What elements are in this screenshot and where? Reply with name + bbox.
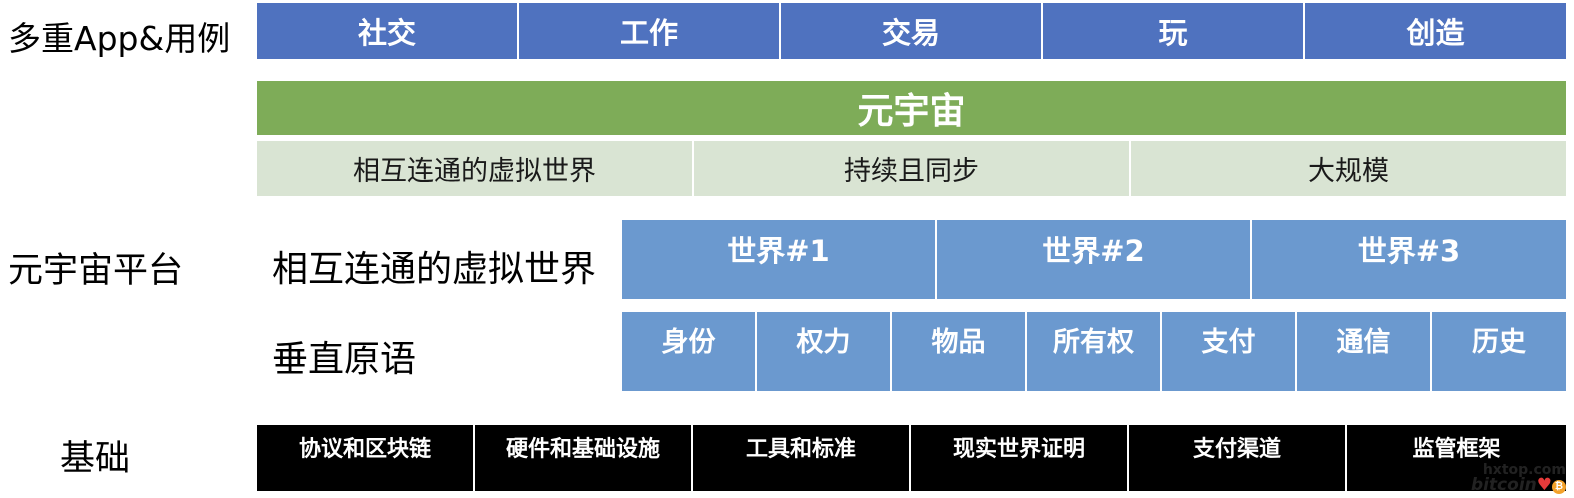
primitives-label: 垂直原语 bbox=[272, 339, 417, 380]
property-scale: 大规模 bbox=[1131, 141, 1566, 196]
watermark-site: hxtop.com bbox=[1482, 462, 1566, 478]
primitives-row: 身份 权力 物品 所有权 支付 通信 历史 bbox=[622, 312, 1566, 391]
app-create: 创造 bbox=[1305, 3, 1566, 59]
platform-layer-label: 元宇宙平台 bbox=[8, 251, 184, 291]
heart-icon: ♥ bbox=[1536, 475, 1552, 495]
bitcoin-icon: ₿ bbox=[1552, 480, 1566, 494]
watermark-brand: bitcoin♥₿ bbox=[1471, 477, 1566, 494]
primitive-communication: 通信 bbox=[1297, 312, 1432, 391]
apps-row: 社交 工作 交易 玩 创造 bbox=[257, 3, 1566, 59]
world-1: 世界#1 bbox=[622, 220, 937, 299]
app-trade: 交易 bbox=[781, 3, 1043, 59]
property-interconnected: 相互连通的虚拟世界 bbox=[257, 141, 694, 196]
primitive-identity: 身份 bbox=[622, 312, 757, 391]
metaverse-properties-row: 相互连通的虚拟世界 持续且同步 大规模 bbox=[257, 141, 1566, 196]
foundation-payment-rails: 支付渠道 bbox=[1129, 425, 1347, 491]
watermark: hxtop.com bitcoin♥₿ bbox=[1471, 463, 1566, 494]
primitive-ownership: 所有权 bbox=[1027, 312, 1162, 391]
property-persistent: 持续且同步 bbox=[694, 141, 1131, 196]
apps-layer-label: 多重App&用例 bbox=[8, 19, 231, 58]
app-work: 工作 bbox=[519, 3, 781, 59]
watermark-brand-text: bitcoin bbox=[1470, 475, 1537, 495]
primitive-history: 历史 bbox=[1432, 312, 1566, 391]
world-2: 世界#2 bbox=[937, 220, 1252, 299]
foundation-protocols: 协议和区块链 bbox=[257, 425, 475, 491]
primitive-payment: 支付 bbox=[1162, 312, 1297, 391]
app-play: 玩 bbox=[1043, 3, 1305, 59]
foundation-row: 协议和区块链 硬件和基础设施 工具和标准 现实世界证明 支付渠道 监管框架 bbox=[257, 425, 1566, 491]
foundation-proofs: 现实世界证明 bbox=[911, 425, 1129, 491]
worlds-row: 世界#1 世界#2 世界#3 bbox=[622, 220, 1566, 299]
primitive-objects: 物品 bbox=[892, 312, 1027, 391]
primitive-rights: 权力 bbox=[757, 312, 892, 391]
foundation-tools: 工具和标准 bbox=[693, 425, 911, 491]
foundation-regulation: 监管框架 bbox=[1347, 425, 1566, 491]
worlds-label: 相互连通的虚拟世界 bbox=[272, 249, 597, 290]
metaverse-bar: 元宇宙 bbox=[257, 81, 1566, 135]
app-social: 社交 bbox=[257, 3, 519, 59]
foundation-layer-label: 基础 bbox=[60, 439, 131, 479]
foundation-hardware: 硬件和基础设施 bbox=[475, 425, 693, 491]
world-3: 世界#3 bbox=[1252, 220, 1566, 299]
